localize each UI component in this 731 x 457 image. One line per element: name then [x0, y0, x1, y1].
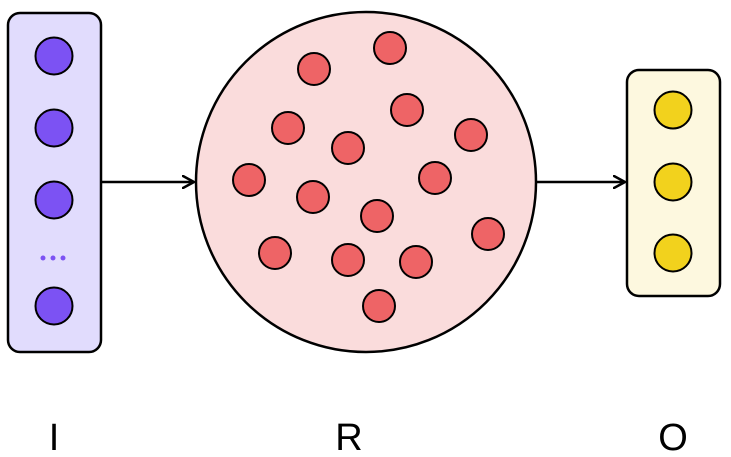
- input-neuron: [34, 286, 74, 326]
- reservoir-neuron: [232, 163, 266, 197]
- reservoir-neuron: [471, 217, 505, 251]
- ellipsis-icon: [40, 255, 66, 261]
- reservoir-neuron: [331, 243, 365, 277]
- output-neuron: [653, 162, 693, 202]
- reservoir-neuron: [360, 199, 394, 233]
- reservoir: [194, 10, 538, 354]
- input-neuron: [34, 36, 74, 76]
- reservoir-neuron: [296, 180, 330, 214]
- reservoir-neuron: [362, 289, 396, 323]
- reservoir-neuron: [390, 93, 424, 127]
- reservoir-neuron: [331, 131, 365, 165]
- output-layer: [625, 68, 722, 298]
- reservoir-neuron: [271, 111, 305, 145]
- reservoir-neuron: [258, 236, 292, 270]
- reservoir-neuron: [399, 245, 433, 279]
- output-label: O: [658, 417, 688, 457]
- reservoir-label: R: [335, 417, 362, 457]
- input-neuron: [34, 180, 74, 220]
- output-neuron: [653, 90, 693, 130]
- reservoir-neuron: [454, 118, 488, 152]
- input-neuron: [34, 108, 74, 148]
- reservoir-neuron: [297, 52, 331, 86]
- reservoir-neuron: [418, 161, 452, 195]
- reservoir-neuron: [373, 31, 407, 65]
- input-label: I: [49, 417, 60, 457]
- output-neuron: [653, 233, 693, 273]
- input-layer: [6, 11, 103, 354]
